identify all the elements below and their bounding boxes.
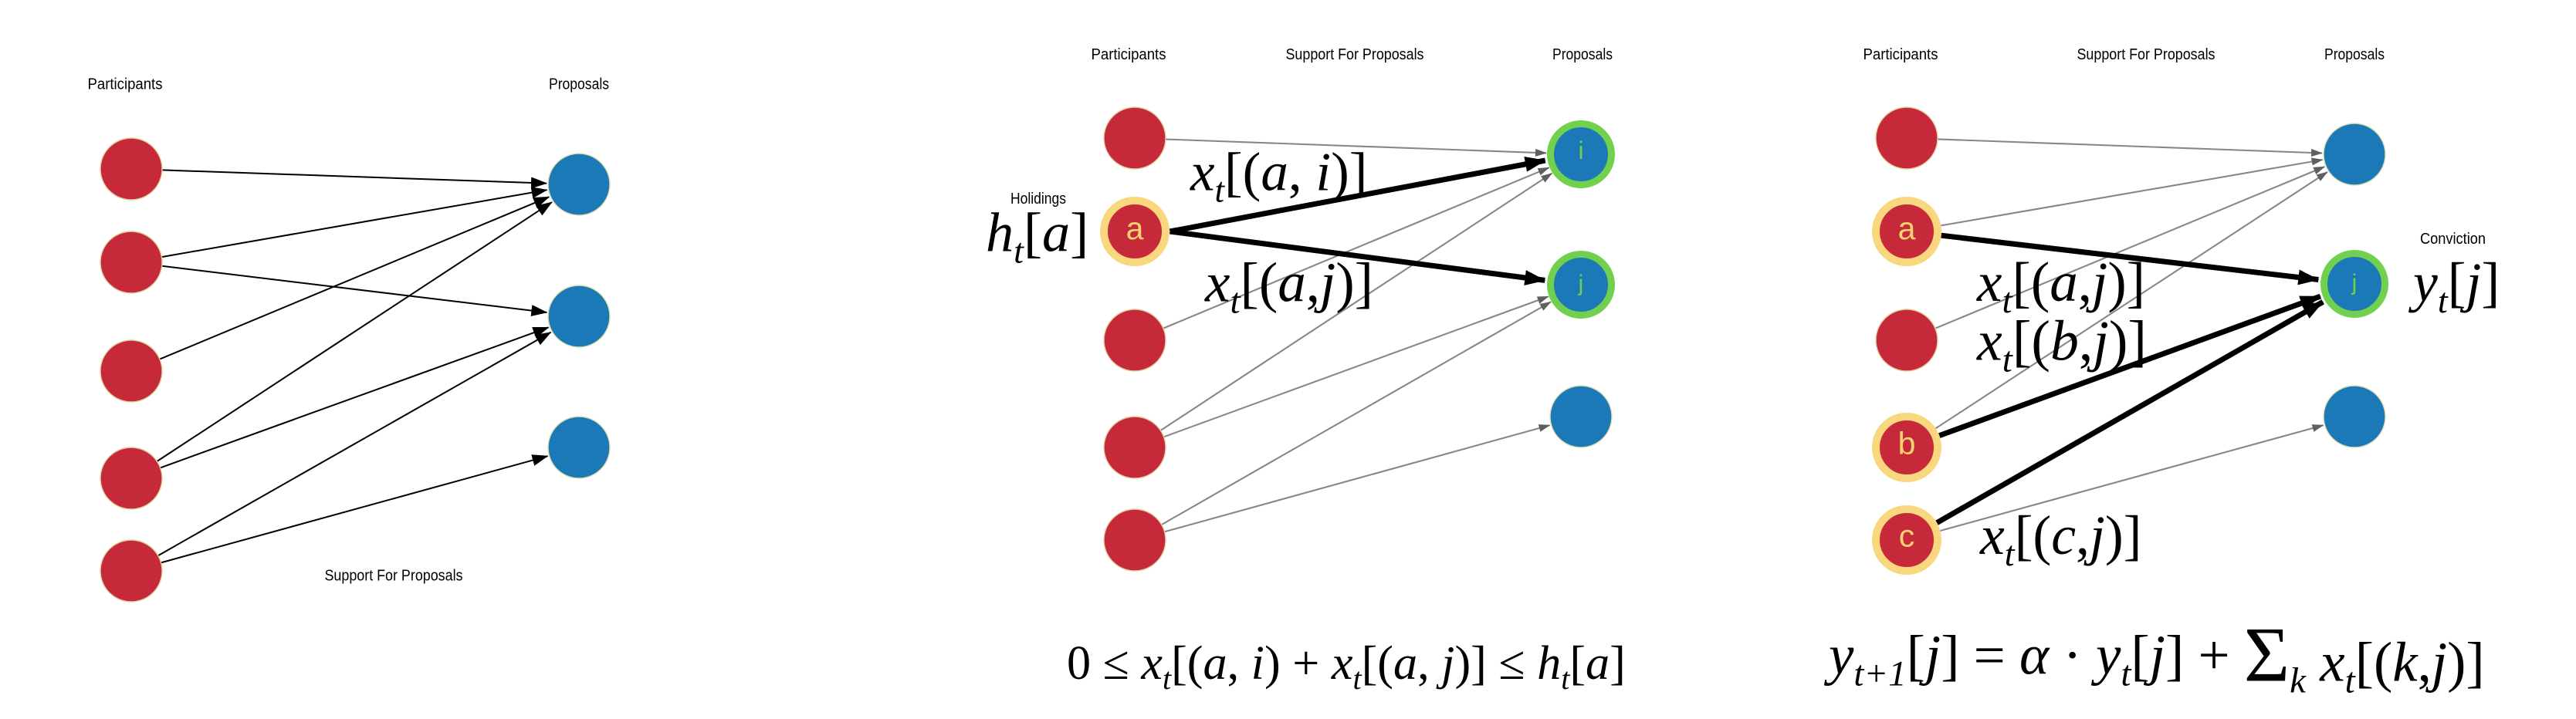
svg-text:xt[(a, i)]: xt[(a, i)] xyxy=(1190,143,1367,210)
svg-text:a: a xyxy=(1898,211,1916,246)
svg-text:Support For Proposals: Support For Proposals xyxy=(325,568,463,585)
svg-text:xt[(a,j)]: xt[(a,j)] xyxy=(1204,251,1373,322)
svg-text:Participants: Participants xyxy=(1092,46,1166,63)
svg-text:Support For Proposals: Support For Proposals xyxy=(2077,46,2215,63)
svg-text:yt+1[j] = α · yt[j] + Σk xt[(k: yt+1[j] = α · yt[j] + Σk xt[(k,j)] xyxy=(1823,612,2485,701)
svg-text:Support For Proposals: Support For Proposals xyxy=(1286,46,1424,63)
svg-text:Participants: Participants xyxy=(1863,46,1938,63)
svg-text:xt[(c,j)]: xt[(c,j)] xyxy=(1979,505,2142,573)
svg-text:xt[(a,j)]: xt[(a,j)] xyxy=(1976,251,2145,321)
svg-text:Participants: Participants xyxy=(88,76,163,93)
svg-text:j: j xyxy=(1578,271,1584,296)
svg-text:c: c xyxy=(1899,518,1915,554)
svg-text:Proposals: Proposals xyxy=(2324,46,2385,63)
svg-text:a: a xyxy=(1126,211,1144,246)
svg-text:0 ≤ xt[(a, i) + xt[(a, j)] ≤ h: 0 ≤ xt[(a, i) + xt[(a, j)] ≤ ht[a] xyxy=(1067,637,1626,696)
svg-text:ht[a]: ht[a] xyxy=(986,202,1088,271)
svg-text:Proposals: Proposals xyxy=(549,76,609,93)
svg-text:b: b xyxy=(1898,426,1916,461)
svg-text:yt[j]: yt[j] xyxy=(2408,251,2500,320)
svg-text:Conviction: Conviction xyxy=(2420,231,2486,248)
svg-text:Proposals: Proposals xyxy=(1552,46,1613,63)
svg-text:xt[(b,j)]: xt[(b,j)] xyxy=(1976,309,2147,380)
svg-text:i: i xyxy=(1578,137,1583,164)
svg-text:Holidings: Holidings xyxy=(1010,191,1066,208)
svg-text:j: j xyxy=(2351,270,2358,295)
